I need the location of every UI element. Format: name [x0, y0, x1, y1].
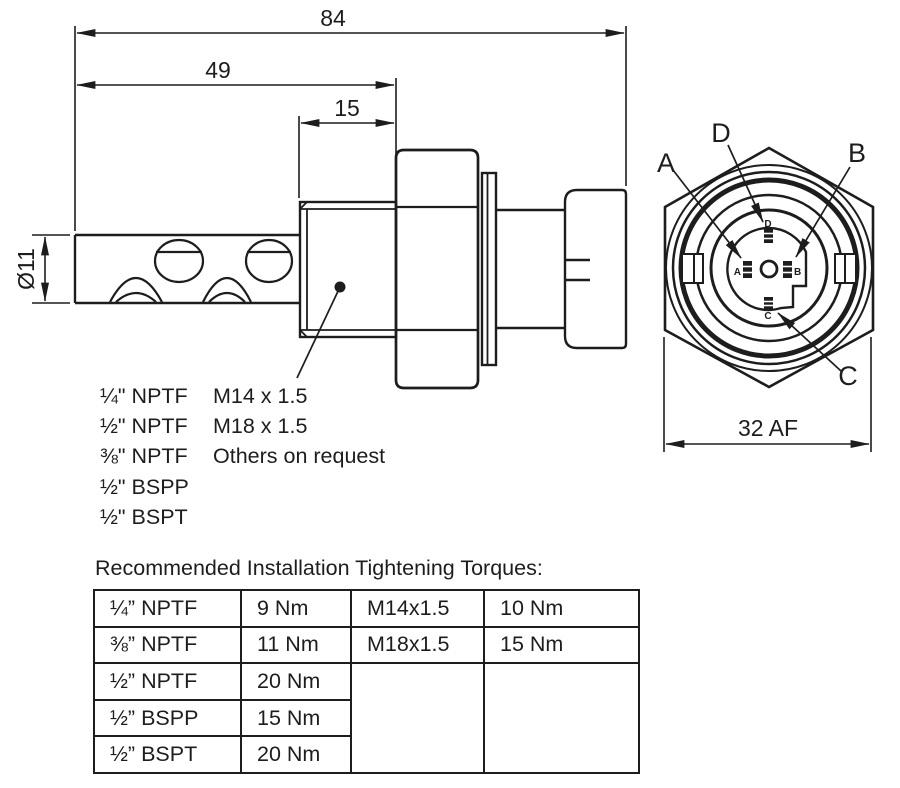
- cell-size: ½” NPTF: [93, 662, 242, 701]
- thread-section: [298, 200, 398, 339]
- dimension-overall-length: 84: [76, 5, 625, 37]
- pin-letters-small: D A B C: [734, 219, 801, 322]
- hex-outline: [663, 146, 875, 389]
- body-cylinder: [496, 208, 565, 330]
- dimensions: 84 49 15 Ø11: [13, 5, 627, 304]
- pin-b: [783, 261, 792, 278]
- pin-letter-c: C: [764, 311, 771, 322]
- dimension-thread-length: 15: [300, 95, 395, 127]
- thread-size: ½" BSPP: [100, 474, 189, 499]
- table-row: ⅜” NPTF 11 Nm M18x1.5 15 Nm: [93, 625, 640, 665]
- side-view: [73, 148, 628, 390]
- dimension-length-to-face: 49: [76, 57, 395, 89]
- ring-inner: [709, 208, 829, 328]
- callout-d: D: [711, 118, 731, 148]
- thread-size: ½" BSPT: [100, 504, 188, 529]
- end-view: D A B C A D B C 32 AF: [657, 118, 875, 452]
- dimension-across-flats: 32 AF: [663, 337, 872, 452]
- dim-84-label: 84: [320, 5, 346, 31]
- table-row: ½” NPTF 20 Nm: [93, 662, 640, 774]
- thread-option-row: ⅜" NPTF Others on request: [100, 441, 385, 471]
- callout-a: A: [657, 148, 675, 178]
- table-row: ½” BSPP 15 Nm: [93, 698, 639, 738]
- dim-49-label: 49: [205, 57, 231, 83]
- ring-2: [671, 170, 867, 366]
- bayonet-tabs: [681, 253, 857, 284]
- callout-c: C: [838, 361, 858, 391]
- table-row: ¼” NPTF 9 Nm M14x1.5 10 Nm: [93, 589, 640, 628]
- dimension-probe-diameter: Ø11: [13, 234, 70, 304]
- dim-15-label: 15: [334, 95, 360, 121]
- pin-d: [764, 228, 773, 243]
- cell-size: ½” BSPP: [93, 698, 242, 738]
- cell-torque: 10 Nm: [483, 589, 640, 628]
- pin-letter-d: D: [764, 219, 771, 230]
- pin-letter-b: B: [794, 267, 801, 278]
- torque-table-title: Recommended Installation Tightening Torq…: [95, 556, 543, 580]
- torque-table: ¼” NPTF 9 Nm M14x1.5 10 Nm ⅜” NPTF 11 Nm…: [93, 589, 640, 774]
- cell-torque: 9 Nm: [240, 589, 352, 628]
- cell-torque: 20 Nm: [240, 662, 352, 701]
- cell-size: ½” BSPT: [93, 735, 242, 774]
- pin-c: [764, 297, 773, 310]
- thread-option-row: ½" NPTF M18 x 1.5: [100, 411, 385, 441]
- cell-empty: [483, 662, 640, 774]
- cell-torque: 15 Nm: [483, 625, 640, 665]
- connector-pins: [743, 228, 792, 310]
- thread-spec: M14 x 1.5: [213, 384, 308, 408]
- thread-size: ½" NPTF: [100, 414, 188, 439]
- thread-size: ¼" NPTF: [100, 384, 188, 408]
- cell-empty: [350, 662, 485, 774]
- cell-size: M14x1.5: [350, 589, 485, 628]
- table-row: ½” BSPT 20 Nm: [93, 735, 639, 774]
- center-hole: [759, 259, 779, 279]
- cell-size: M18x1.5: [350, 625, 485, 665]
- washer: [480, 171, 498, 367]
- thread-size: ⅜" NPTF: [100, 444, 188, 469]
- thread-spec: Others on request: [213, 444, 386, 469]
- connector-cap: [563, 188, 628, 350]
- probe-tube: [73, 233, 300, 305]
- pin-a: [743, 261, 752, 278]
- cell-torque: 20 Nm: [240, 735, 352, 774]
- pin-callouts: A D B C: [657, 118, 866, 391]
- thread-option-row: ½" BSPP: [100, 472, 385, 502]
- dim-32af-label: 32 AF: [738, 415, 798, 441]
- callout-b: B: [848, 138, 866, 168]
- thread-option-row: ½" BSPT: [100, 502, 385, 532]
- cell-torque: 15 Nm: [240, 698, 352, 738]
- pin-letter-a: A: [734, 267, 741, 278]
- hex-nut: [394, 148, 480, 390]
- cell-torque: 11 Nm: [240, 625, 352, 665]
- cell-size: ¼” NPTF: [93, 589, 242, 628]
- ring-outer: [665, 164, 873, 372]
- thread-option-row: ¼" NPTF M14 x 1.5: [100, 381, 385, 411]
- thread-spec: M18 x 1.5: [213, 414, 308, 439]
- thread-callout-leader: [296, 281, 346, 379]
- probe-holes: [109, 238, 294, 303]
- cell-size: ⅜” NPTF: [93, 625, 242, 665]
- dim-dia11-label: Ø11: [13, 248, 39, 290]
- thread-options-list: ¼" NPTF M14 x 1.5 ½" NPTF M18 x 1.5 ⅜" N…: [100, 381, 385, 532]
